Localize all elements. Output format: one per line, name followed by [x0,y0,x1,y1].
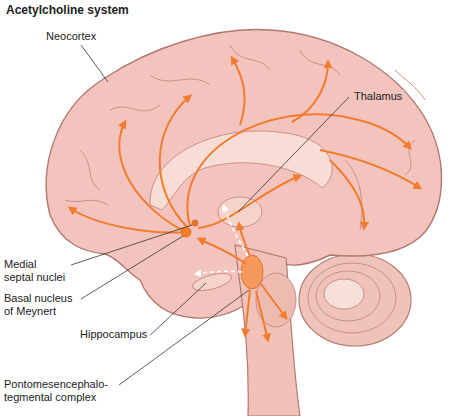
leader-line [238,97,349,212]
leader-line [81,236,183,299]
cerebellum [299,254,411,346]
projection-arrow [198,176,300,228]
projection-arrow [232,58,245,125]
projection-arrow [261,284,286,318]
projection-arrow [187,114,410,226]
projection-arrow [199,239,246,264]
cholinergic-projections [70,58,420,340]
projection-arrow [119,122,186,232]
projection-arrow [239,224,250,257]
title-box: Acetylcholine system [6,4,129,17]
cerebellum-folia [316,271,380,321]
leader-line [81,45,108,82]
projection-arrow [160,96,190,228]
sulcus [110,105,160,111]
projection-arrow [330,160,364,228]
projection-arrow [320,150,420,188]
dashed-arrow [196,271,242,274]
label-box: Pontomesencephalo- tegmental complex [4,378,116,404]
dashed-arrow [224,206,248,256]
leader-line [71,225,192,265]
sulcus [300,50,340,75]
septal-nucleus-dot [192,220,199,227]
arbor-vitae [324,279,364,309]
cerebrum-outline [46,30,441,319]
cerebellum-folia [308,263,396,333]
part-label: Basal nucleus of Meynert [4,292,78,318]
part-label: Thalamus [352,90,404,103]
projection-arrow [256,291,268,340]
figure-title: Acetylcholine system [6,4,129,17]
label-box: Hippocampus [80,328,147,341]
projection-arrow [292,62,328,122]
part-label: Medial septal nuclei [4,258,68,284]
label-box: Thalamus [352,90,404,103]
sulcus [150,75,210,85]
label-box: Basal nucleus of Meynert [4,292,78,318]
label-box: Medial septal nuclei [4,258,68,284]
dashed-projections [196,206,248,274]
sulcus [65,200,108,205]
parieto-occipital-sulcus [345,160,362,230]
part-label: Hippocampus [80,328,147,341]
projection-arrow [70,208,186,233]
label-box: Neocortex [46,30,96,43]
part-label: Pontomesencephalo- tegmental complex [4,378,116,404]
part-label: Neocortex [46,30,96,43]
pontomesencephalotegmental-nucleus [241,255,263,289]
brainstem [235,245,300,416]
sulcus [80,150,100,190]
projection-arrow [245,290,250,335]
